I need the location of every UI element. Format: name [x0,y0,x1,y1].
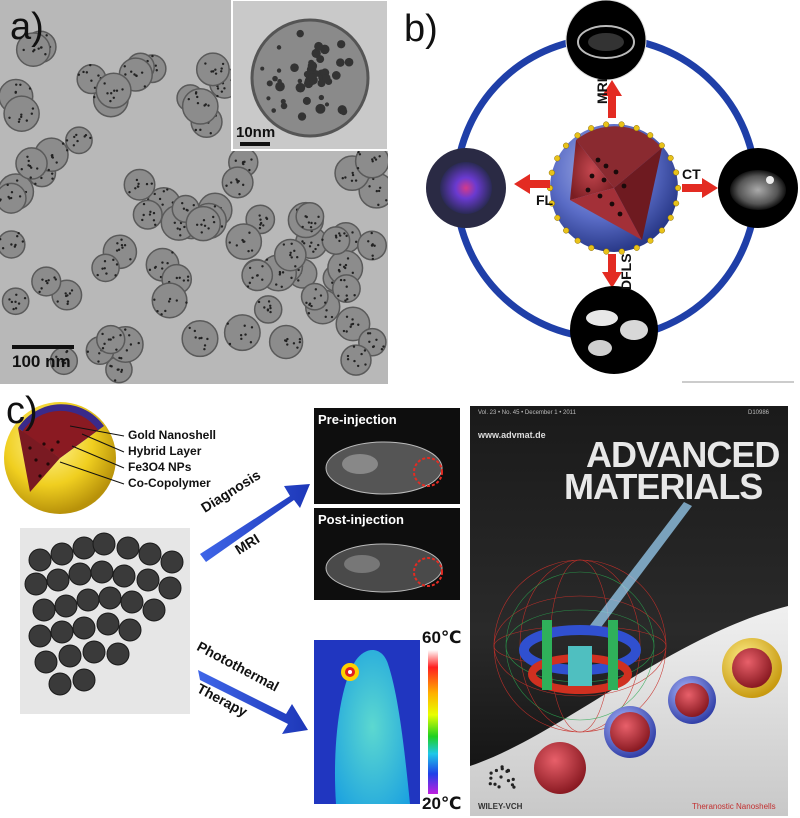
cover-publisher: WILEY-VCH [478,802,523,811]
therapy-arrow [198,670,308,734]
cover-issue-line: Vol. 23 • No. 45 • December 1 • 2011 [478,410,576,416]
legend-co-copolymer: Co-Copolymer [128,476,211,490]
tem-micrograph-panel-a: a) 10nm 100 nm [0,0,388,384]
panel-c-graphics [4,402,460,804]
legend-hybrid-layer: Hybrid Layer [128,444,202,458]
mri-post-title: Post-injection [318,512,404,527]
legend-fe3o4: Fe3O4 NPs [128,460,192,474]
temperature-scale [428,650,438,794]
imaging-diagram [426,0,798,383]
panel-a-letter: a) [10,6,44,48]
cover-title-line1: ADVANCED [586,434,780,475]
legend-leaders [59,425,125,485]
arrow-label-dfls: DFLS [618,253,634,290]
main-scale-bar [12,345,74,349]
mri-pre-title: Pre-injection [318,412,397,427]
cover-subtitle: Theranostic Nanoshells [692,802,776,811]
cover-particles [534,638,782,794]
panel-c-letter: c) [6,390,38,432]
temperature-max: 60℃ [422,628,462,647]
journal-cover: Vol. 23 • No. 45 • December 1 • 2011 D10… [470,406,788,816]
arrow-label-ct: CT [682,166,701,182]
cover-title-line2: MATERIALS [564,466,763,507]
main-scale-label: 100 nm [12,352,71,371]
nanoparticle-sphere [546,121,682,255]
cover-art [470,406,788,816]
legend-gold-nanoshell: Gold Nanoshell [128,428,217,442]
arrow-label-mri: MRI [594,78,610,104]
diagnosis-arrow [200,484,310,562]
inset-scale-bar [240,142,270,146]
panel-b-letter: b) [404,8,438,50]
cover-code: D10986 [748,410,770,416]
temperature-min: 20℃ [422,794,462,813]
arrow-label-fl: FL [536,192,554,208]
multimodal-imaging-panel-b: b) MRI CT FL DFLS [392,0,800,384]
nanoshell-schematic [4,402,116,514]
imaging-arrows [514,80,718,288]
tem-image [0,0,388,384]
inset-scale-label: 10nm [236,124,276,141]
cover-url: www.advmat.de [478,430,546,440]
